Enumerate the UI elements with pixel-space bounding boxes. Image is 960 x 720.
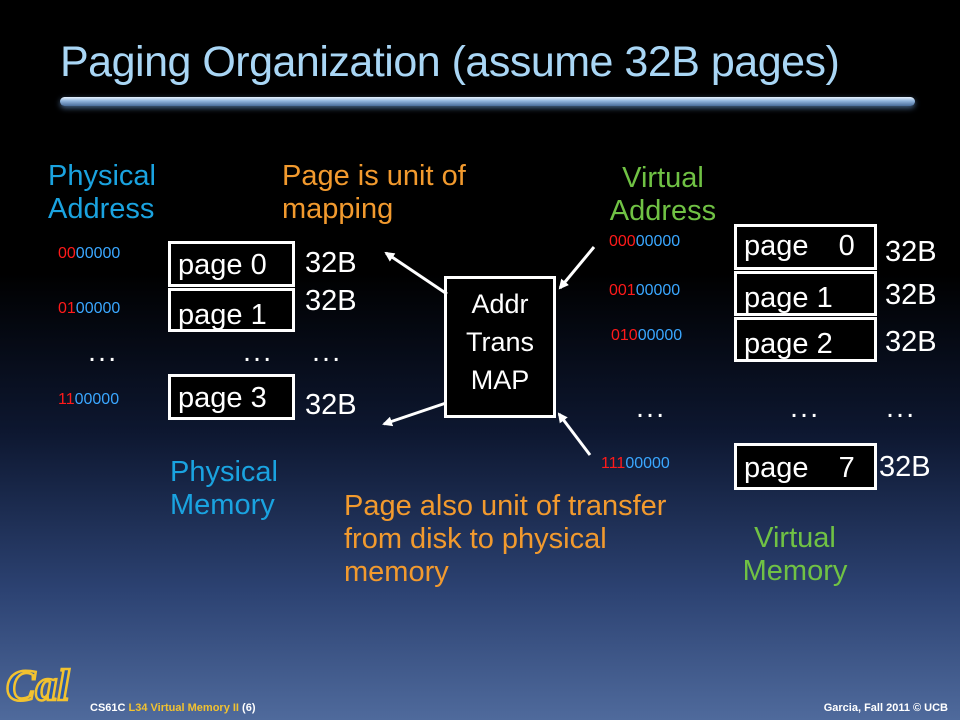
virtual-page-1: page 1 xyxy=(734,271,877,316)
cal-logo: Cal xyxy=(4,652,78,714)
map-line-1: Addr xyxy=(471,289,529,319)
virtual-ellipsis-3: ... xyxy=(886,392,917,424)
virtual-address-7: 11100000 xyxy=(601,455,670,472)
virtual-ellipsis-2: ... xyxy=(790,392,821,424)
footer-left: CS61C L34 Virtual Memory II (6) xyxy=(90,702,256,714)
virtual-page-7: page 7 xyxy=(734,443,877,490)
virtual-page-0: page 0 xyxy=(734,224,877,270)
arrow-virtual-page-0-to-map xyxy=(558,246,596,290)
arrow-map-to-physical-page-3 xyxy=(382,401,447,427)
physical-page-3: page 3 xyxy=(168,374,295,420)
arrow-map-to-physical-page-0 xyxy=(384,251,448,296)
transfer-note-label: Page also unit of transfer from disk to … xyxy=(344,490,667,588)
physical-memory-label: Physical Memory xyxy=(170,456,278,521)
physical-address-3: 1100000 xyxy=(58,391,120,408)
virtual-address-1: 00100000 xyxy=(609,282,681,299)
title-underline-bar xyxy=(60,97,915,106)
physical-address-1: 0100000 xyxy=(58,300,121,317)
physical-page-1: page 1 xyxy=(168,288,295,332)
virtual-address-label: Virtual Address xyxy=(609,162,717,227)
footer-credit: Garcia, Fall 2011 © UCB xyxy=(823,702,948,714)
virtual-memory-label: Virtual Memory xyxy=(742,522,848,587)
map-line-2: Trans xyxy=(465,327,534,357)
physical-ellipsis-1: ... xyxy=(88,336,119,368)
physical-size-3: 32B xyxy=(305,389,357,421)
virtual-size-0: 32B xyxy=(885,236,937,268)
virtual-page-2: page 2 xyxy=(734,317,877,362)
page-unit-label: Page is unit of mapping xyxy=(282,160,466,225)
virtual-size-1: 32B xyxy=(885,279,937,311)
physical-page-0: page 0 xyxy=(168,241,295,287)
physical-size-0: 32B xyxy=(305,247,357,279)
virtual-address-0: 00000000 xyxy=(609,233,681,250)
slide-title: Paging Organization (assume 32B pages) xyxy=(60,38,840,86)
physical-size-1: 32B xyxy=(305,285,357,317)
physical-ellipsis-2: ... xyxy=(243,336,274,368)
map-line-3: MAP xyxy=(470,365,530,395)
addr-trans-map-box: Addr Trans MAP xyxy=(444,276,556,418)
virtual-ellipsis-1: ... xyxy=(636,392,667,424)
physical-address-label: Physical Address xyxy=(48,160,156,225)
arrow-virtual-page-7-to-map xyxy=(557,412,592,456)
svg-text:Cal: Cal xyxy=(6,661,70,710)
virtual-address-2: 01000000 xyxy=(611,327,683,344)
virtual-size-2: 32B xyxy=(885,326,937,358)
physical-ellipsis-3: ... xyxy=(312,336,343,368)
physical-address-0: 0000000 xyxy=(58,245,121,262)
virtual-size-7: 32B xyxy=(879,451,931,483)
